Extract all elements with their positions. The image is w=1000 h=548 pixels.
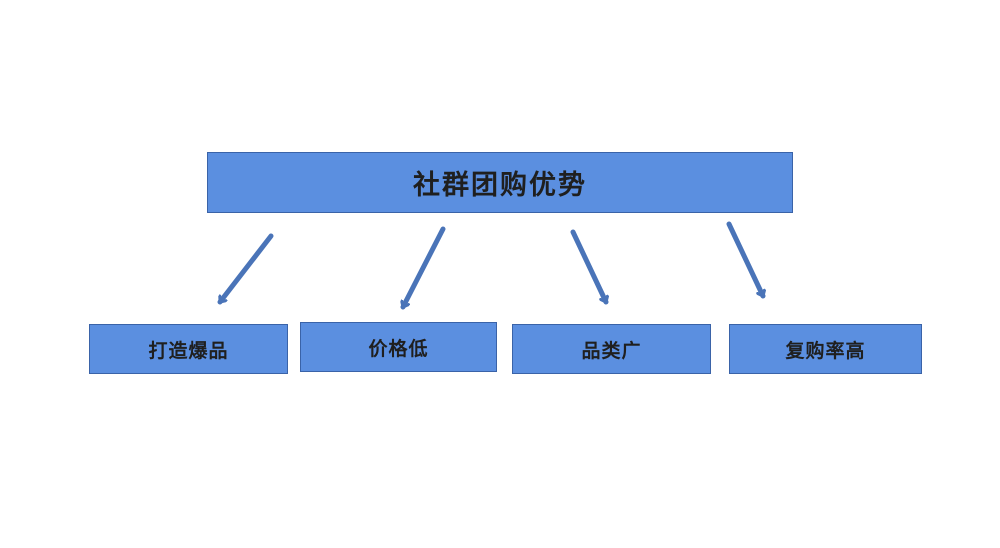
arrow-3: [570, 229, 606, 305]
root-node: 社群团购优势: [207, 152, 793, 213]
child-label-3: 品类广: [581, 339, 642, 362]
child-label-2: 价格低: [368, 337, 429, 360]
child-node-1: 打造爆品: [89, 324, 288, 374]
child-label-4: 复购率高: [785, 339, 866, 362]
arrow-1: [217, 233, 274, 305]
child-node-2: 价格低: [300, 322, 497, 372]
child-node-4: 复购率高: [729, 324, 922, 374]
arrow-4: [726, 221, 763, 299]
arrow-2: [403, 226, 446, 310]
root-label: 社群团购优势: [413, 170, 587, 201]
child-node-3: 品类广: [512, 324, 711, 374]
child-label-1: 打造爆品: [148, 339, 229, 362]
